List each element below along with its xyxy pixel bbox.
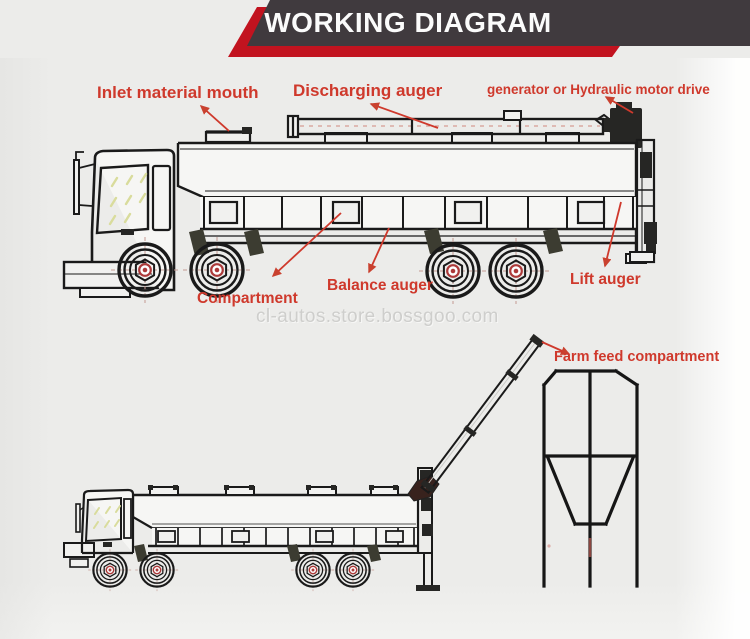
label-generator-motor-drive: generator or Hydraulic motor drive <box>487 82 710 97</box>
label-farm-feed-compartment: Farm feed compartment <box>554 349 720 365</box>
watermark-text: cl-autos.store.bossgoo.com <box>256 306 499 327</box>
inlet-hatch <box>204 127 252 144</box>
label-compartment: Compartment <box>197 290 298 307</box>
arrow-inlet-material-mouth <box>199 105 230 132</box>
bottom-truck-wheels <box>87 547 376 593</box>
top-truck-drawing <box>62 102 657 306</box>
roof-hatches <box>148 485 399 496</box>
label-inlet-material-mouth: Inlet material mouth <box>97 83 259 102</box>
boom-auger-tube <box>420 333 545 495</box>
arrow-discharging-auger <box>369 102 439 129</box>
arrow-balance-auger <box>368 227 390 274</box>
header-banner <box>228 0 750 57</box>
truck-wheel <box>330 547 376 593</box>
label-discharging-auger: Discharging auger <box>293 81 443 100</box>
page-title: WORKING DIAGRAM <box>264 7 552 38</box>
bottom-scene-drawing <box>63 333 640 593</box>
bottom-truck-drawing <box>63 467 440 593</box>
bottom-truck-cab <box>63 488 135 568</box>
truck-wheel <box>480 236 552 306</box>
label-balance-auger: Balance auger <box>327 277 433 294</box>
banner-dark-plate <box>247 0 750 46</box>
farm-silo <box>541 368 640 588</box>
label-lift-auger: Lift auger <box>570 271 641 288</box>
